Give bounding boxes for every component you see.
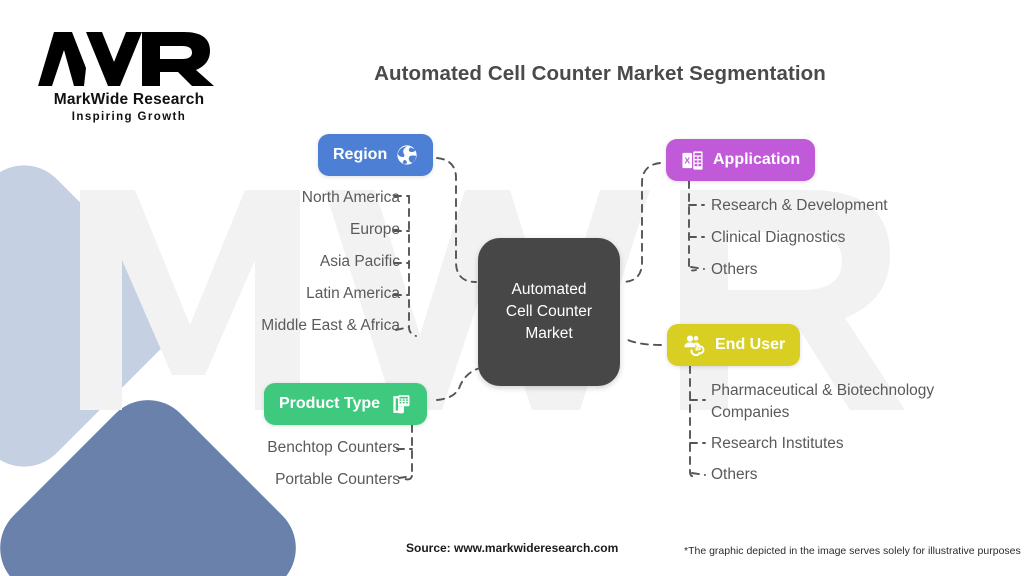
leaf-item: Portable Counters [275,471,400,488]
center-node: Automated Cell Counter Market [478,238,620,386]
branch-items-region: North America Europe Asia Pacific Latin … [160,187,400,347]
leaf-item: Clinical Diagnostics [711,229,846,246]
leaf-item: Research & Development [711,197,888,214]
branch-label-region: Region [333,146,388,163]
leaf-item: North America [301,189,400,206]
branch-items-product: Benchtop Counters Portable Counters [160,437,400,501]
leaf-item: Asia Pacific [319,253,400,270]
brand-logo: MarkWide Research Inspiring Growth [34,28,224,123]
branch-items-application: Research & Development Clinical Diagnost… [711,195,1011,291]
center-node-label: Automated Cell Counter Market [506,279,592,345]
branch-items-enduser: Pharmaceutical & Biotechnology Companies… [711,380,1001,495]
center-node-line-1: Automated [511,281,587,298]
leaf-item: Latin America [306,285,400,302]
connector-product-leaf-2 [398,475,413,479]
globe-icon [396,144,418,166]
branch-badge-region[interactable]: Region [318,134,434,176]
device-counter-icon [389,393,412,416]
leaf-item: Benchtop Counters [267,439,400,456]
spreadsheet-icon: X [681,149,704,172]
branch-label-application: Application [713,151,801,168]
disclaimer-text: *The graphic depicted in the image serve… [684,545,1021,557]
center-node-line-2: Cell Counter [505,303,593,320]
connector-enduser-leaf-3 [691,472,706,476]
leaf-item: Europe [350,221,400,238]
brand-tagline: Inspiring Growth [71,111,187,123]
branch-badge-enduser[interactable]: End User [667,324,801,366]
mwr-logo-mark [38,32,214,86]
branch-label-product: Product Type [279,395,381,412]
leaf-item: Research Institutes [711,435,844,452]
brand-name: MarkWide Research [53,91,205,108]
branch-badge-application[interactable]: X Application [666,139,816,181]
center-node-line-3: Market [525,325,573,342]
leaf-item: Others [711,261,758,278]
svg-text:X: X [684,155,690,165]
source-text: Source: www.markwideresearch.com [406,541,619,555]
branch-badge-product[interactable]: Product Type [264,383,428,425]
branch-label-enduser: End User [715,336,786,353]
page-title: Automated Cell Counter Market Segmentati… [374,62,826,85]
users-refresh-icon [682,333,706,357]
leaf-item: Others [711,466,758,483]
leaf-item: Pharmaceutical & Biotechnology Companies [711,382,935,421]
leaf-item: Middle East & Africa [261,317,400,334]
